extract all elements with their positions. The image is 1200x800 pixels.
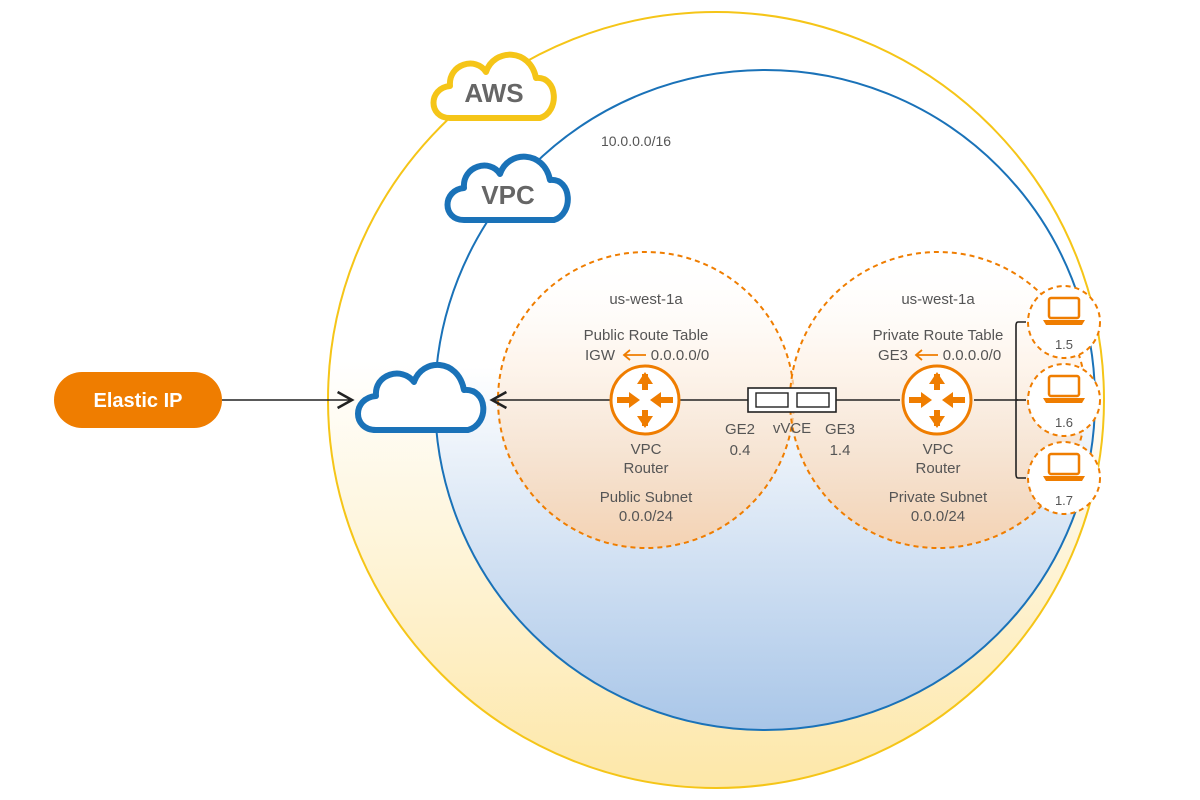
private-router-line2: Router <box>915 460 960 477</box>
public-router-icon <box>609 364 681 436</box>
vpc-label: VPC <box>481 180 535 210</box>
host-ip-2: 1.6 <box>1055 415 1073 430</box>
private-router-icon <box>901 364 973 436</box>
ge2-ip: 0.4 <box>730 442 751 459</box>
aws-cloud-icon: AWS <box>430 51 557 121</box>
ge3-name: GE3 <box>825 421 855 438</box>
public-subnet-cidr: 0.0.0/24 <box>619 508 673 525</box>
ge3-ip: 1.4 <box>830 442 851 459</box>
vpc-cidr: 10.0.0.0/16 <box>601 133 671 149</box>
private-subnet-name: Private Subnet <box>889 489 988 506</box>
internet-gateway-cloud-icon <box>355 362 487 433</box>
public-route-prefix: 0.0.0.0/0 <box>651 347 709 364</box>
private-route-prefix: 0.0.0.0/0 <box>943 347 1001 364</box>
elastic-ip-label: Elastic IP <box>94 390 183 412</box>
laptop-icon <box>1043 374 1085 403</box>
public-router-line2: Router <box>623 460 668 477</box>
private-subnet-cidr: 0.0.0/24 <box>911 508 965 525</box>
laptop-icon <box>1043 296 1085 325</box>
host-ip-3: 1.7 <box>1055 493 1073 508</box>
public-subnet-name: Public Subnet <box>600 489 693 506</box>
private-az-label: us-west-1a <box>901 291 975 308</box>
private-route-target: GE3 <box>878 347 908 364</box>
private-route-arrow-icon <box>914 349 938 361</box>
vvce-device <box>747 387 837 413</box>
vvce-label: vVCE <box>773 420 811 437</box>
laptop-icon <box>1043 452 1085 481</box>
public-route-target: IGW <box>585 347 616 364</box>
aws-label: AWS <box>464 78 523 108</box>
private-route-table-title: Private Route Table <box>873 327 1004 344</box>
host-ip-1: 1.5 <box>1055 337 1073 352</box>
public-router-line1: VPC <box>631 441 662 458</box>
elastic-ip-badge: Elastic IP <box>54 372 222 428</box>
public-route-table-title: Public Route Table <box>584 327 709 344</box>
private-router-line1: VPC <box>923 441 954 458</box>
public-route-arrow-icon <box>622 349 646 361</box>
ge2-name: GE2 <box>725 421 755 438</box>
vpc-cloud-icon: VPC <box>444 153 571 223</box>
public-az-label: us-west-1a <box>609 291 683 308</box>
